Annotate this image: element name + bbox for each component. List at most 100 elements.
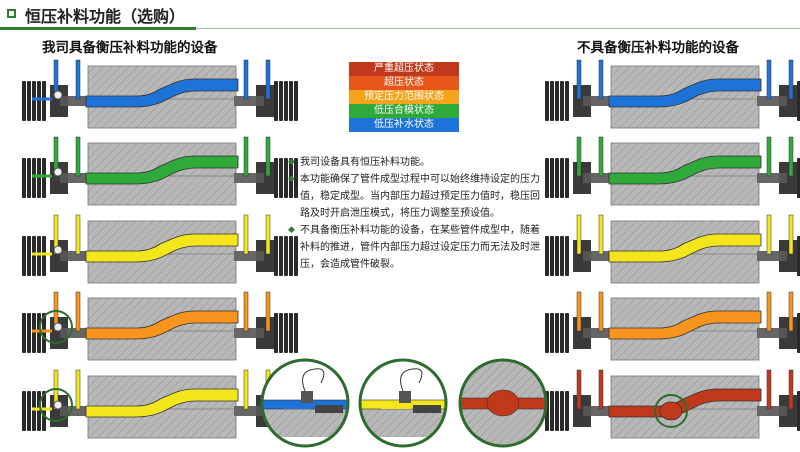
machine-diagram — [545, 59, 800, 129]
punch-left — [591, 406, 613, 416]
header-rule — [196, 28, 800, 29]
ram-fin — [32, 313, 36, 353]
ram-fin — [545, 158, 549, 198]
punch-right — [757, 251, 779, 261]
ram-fin — [284, 313, 288, 353]
ram-fin — [550, 158, 554, 198]
ram-fin — [284, 236, 288, 276]
ram-fin — [560, 313, 564, 353]
header: 恒压补料功能（选购） — [0, 0, 800, 30]
inlet-pipe — [598, 369, 604, 410]
ram-fin — [22, 313, 26, 353]
fluid-tube — [608, 233, 762, 263]
ram-fin — [279, 158, 283, 198]
machine-diagram — [22, 59, 298, 129]
ram-fin — [565, 158, 569, 198]
header-underline — [0, 27, 196, 30]
legend-row-preset-range: 预定压力范围状态 — [349, 90, 459, 104]
zoom-fitting — [413, 405, 441, 413]
ram-fin — [32, 391, 36, 431]
inlet-pipe — [598, 136, 604, 177]
ram-fin — [289, 81, 293, 121]
zoom-ring — [260, 358, 350, 448]
ram-fin — [550, 391, 554, 431]
highlight-circle — [654, 394, 688, 428]
outlet-pipe — [788, 214, 794, 255]
ram-fin — [797, 81, 800, 121]
machine-diagram — [22, 291, 298, 361]
outlet-pipe — [243, 369, 249, 410]
punch-left — [68, 328, 90, 338]
ram-fin — [279, 81, 283, 121]
note-item: ◆不具备衡压补料功能的设备，在某些管件成型中，随着补料的推进，管件内部压力超过设… — [288, 222, 544, 273]
pressure-gauge-icon — [53, 167, 63, 177]
legend-row-low-pressure-clamp: 低压合模状态 — [349, 104, 459, 118]
ram-fin — [294, 158, 298, 198]
punch-left — [591, 328, 613, 338]
machine-diagram — [22, 369, 298, 439]
inlet-pipe — [598, 59, 604, 100]
inlet-pipe — [75, 136, 81, 177]
ram-fin — [284, 81, 288, 121]
ram-fin — [550, 236, 554, 276]
punch-right — [757, 328, 779, 338]
outlet-pipe — [265, 136, 271, 177]
ram-fin — [294, 81, 298, 121]
diamond-bullet-icon: ◆ — [288, 157, 295, 167]
valve-body-icon — [399, 391, 411, 403]
zoom-detail — [260, 358, 350, 448]
inlet-pipe — [598, 214, 604, 255]
ram-fin — [279, 236, 283, 276]
fluid-tube — [85, 233, 239, 263]
legend-row-severe-overpressure: 严重超压状态 — [349, 62, 459, 76]
ram-fin — [555, 313, 559, 353]
legend-row-overpressure: 超压状态 — [349, 76, 459, 90]
header-square-icon — [7, 9, 16, 18]
ram-fin — [560, 81, 564, 121]
punch-right — [234, 251, 256, 261]
punch-left — [68, 96, 90, 106]
punch-left — [591, 96, 613, 106]
outlet-pipe — [766, 369, 772, 410]
ram-fin — [565, 313, 569, 353]
burst-bulge — [659, 401, 683, 421]
outlet-pipe — [265, 59, 271, 100]
ram-fin — [550, 81, 554, 121]
burst-bulge — [486, 389, 520, 417]
outlet-pipe — [265, 214, 271, 255]
outlet-pipe — [243, 291, 249, 332]
punch-right — [234, 173, 256, 183]
punch-left — [68, 406, 90, 416]
outlet-pipe — [243, 136, 249, 177]
legend-row-low-pressure-fill: 低压补水状态 — [349, 118, 459, 132]
ram-fin — [32, 236, 36, 276]
outlet-pipe — [243, 214, 249, 255]
ram-fin — [545, 81, 549, 121]
punch-left — [591, 173, 613, 183]
page-title: 恒压补料功能（选购） — [25, 7, 186, 26]
inlet-pipe — [576, 214, 582, 255]
highlight-circle — [39, 310, 73, 344]
ram-fin — [284, 158, 288, 198]
fluid-tube — [608, 310, 762, 340]
outlet-pipe — [788, 59, 794, 100]
fluid-tube — [85, 155, 239, 185]
outlet-pipe — [788, 369, 794, 410]
punch-right — [234, 328, 256, 338]
ram-fin — [550, 313, 554, 353]
machine-diagram — [545, 291, 800, 361]
ram-fin — [274, 158, 278, 198]
ram-fin — [565, 391, 569, 431]
ram-fin — [555, 236, 559, 276]
ram-fin — [560, 236, 564, 276]
machine-diagram — [545, 214, 800, 284]
punch-right — [757, 96, 779, 106]
punch-left — [591, 251, 613, 261]
ram-fin — [42, 81, 46, 121]
ram-fin — [27, 236, 31, 276]
machine-diagram — [22, 214, 298, 284]
ram-fin — [565, 81, 569, 121]
inlet-pipe — [75, 369, 81, 410]
highlight-circle — [39, 388, 73, 422]
outlet-pipe — [788, 291, 794, 332]
